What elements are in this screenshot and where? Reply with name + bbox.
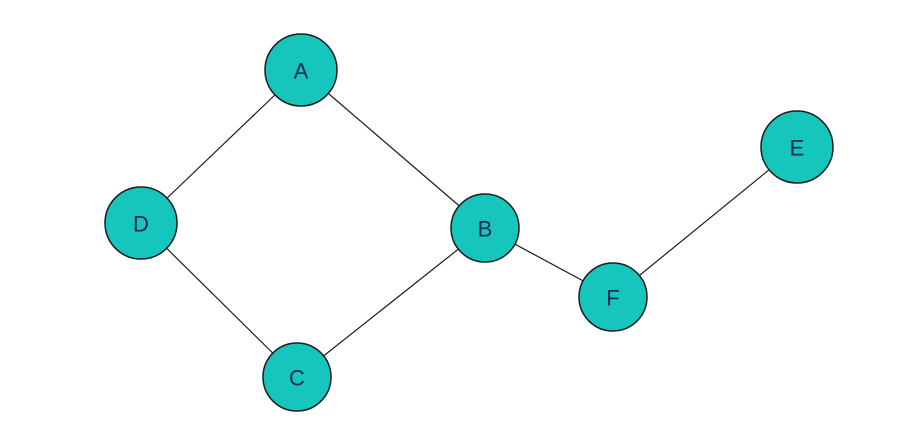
node-label-C: C	[289, 366, 305, 391]
node-circle-D[interactable]	[104, 186, 178, 260]
node-label-D: D	[133, 212, 149, 237]
edge-F-E	[612, 146, 798, 298]
node-circle-B[interactable]	[450, 193, 520, 263]
node-label-B: B	[478, 217, 493, 242]
node-label-A: A	[294, 59, 309, 84]
node-circle-F[interactable]	[578, 262, 648, 332]
node-F[interactable]: F	[578, 262, 648, 332]
node-circle-A[interactable]	[264, 33, 338, 107]
node-label-F: F	[606, 286, 619, 311]
node-circle-C[interactable]	[262, 342, 332, 412]
edge-A-D	[140, 69, 302, 224]
node-label-E: E	[790, 136, 805, 161]
node-E[interactable]: E	[760, 110, 834, 184]
node-B[interactable]: B	[450, 193, 520, 263]
node-A[interactable]: A	[264, 33, 338, 107]
node-C[interactable]: C	[262, 342, 332, 412]
node-D[interactable]: D	[104, 186, 178, 260]
edge-C-B	[296, 227, 486, 378]
node-circle-E[interactable]	[760, 110, 834, 184]
edge-A-B	[300, 69, 486, 229]
